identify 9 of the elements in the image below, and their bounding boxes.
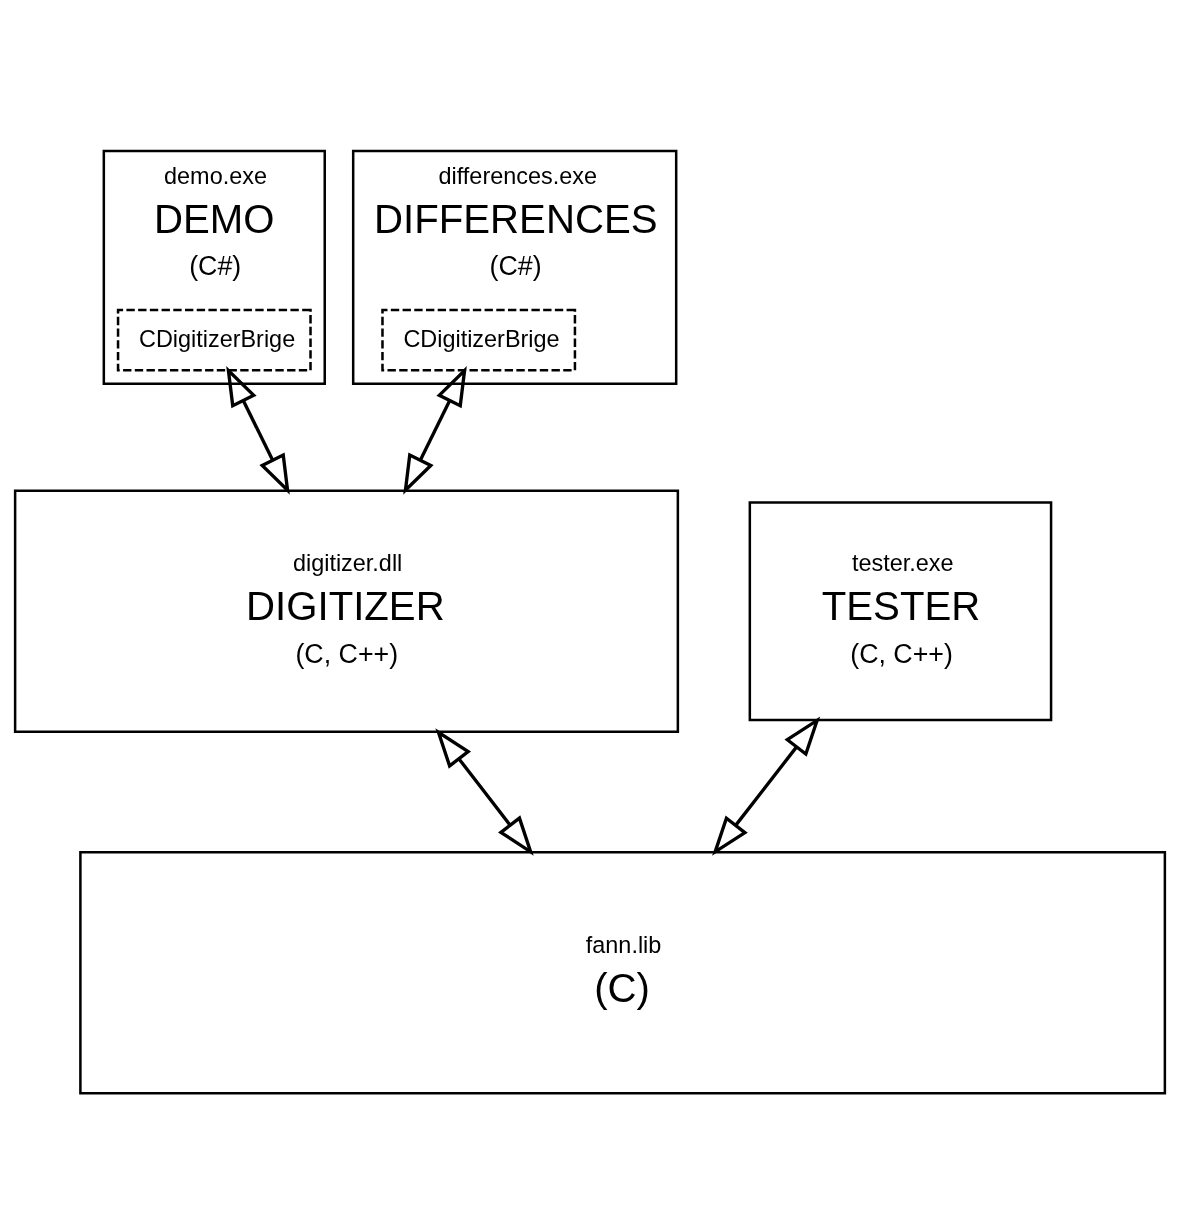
node-box: digitizer.dll DIGITIZER (C, C++)	[13, 489, 680, 734]
node-box: tester.exe TESTER (C, C++)	[748, 501, 1053, 722]
node-box: CDigitizerBrige	[381, 308, 577, 372]
node-box: CDigitizerBrige	[116, 308, 312, 372]
node-box: fann.lib (C)	[79, 851, 1167, 1095]
arrow	[435, 728, 534, 856]
arrow	[403, 365, 467, 495]
arrow	[226, 365, 290, 495]
arrow	[712, 716, 821, 856]
